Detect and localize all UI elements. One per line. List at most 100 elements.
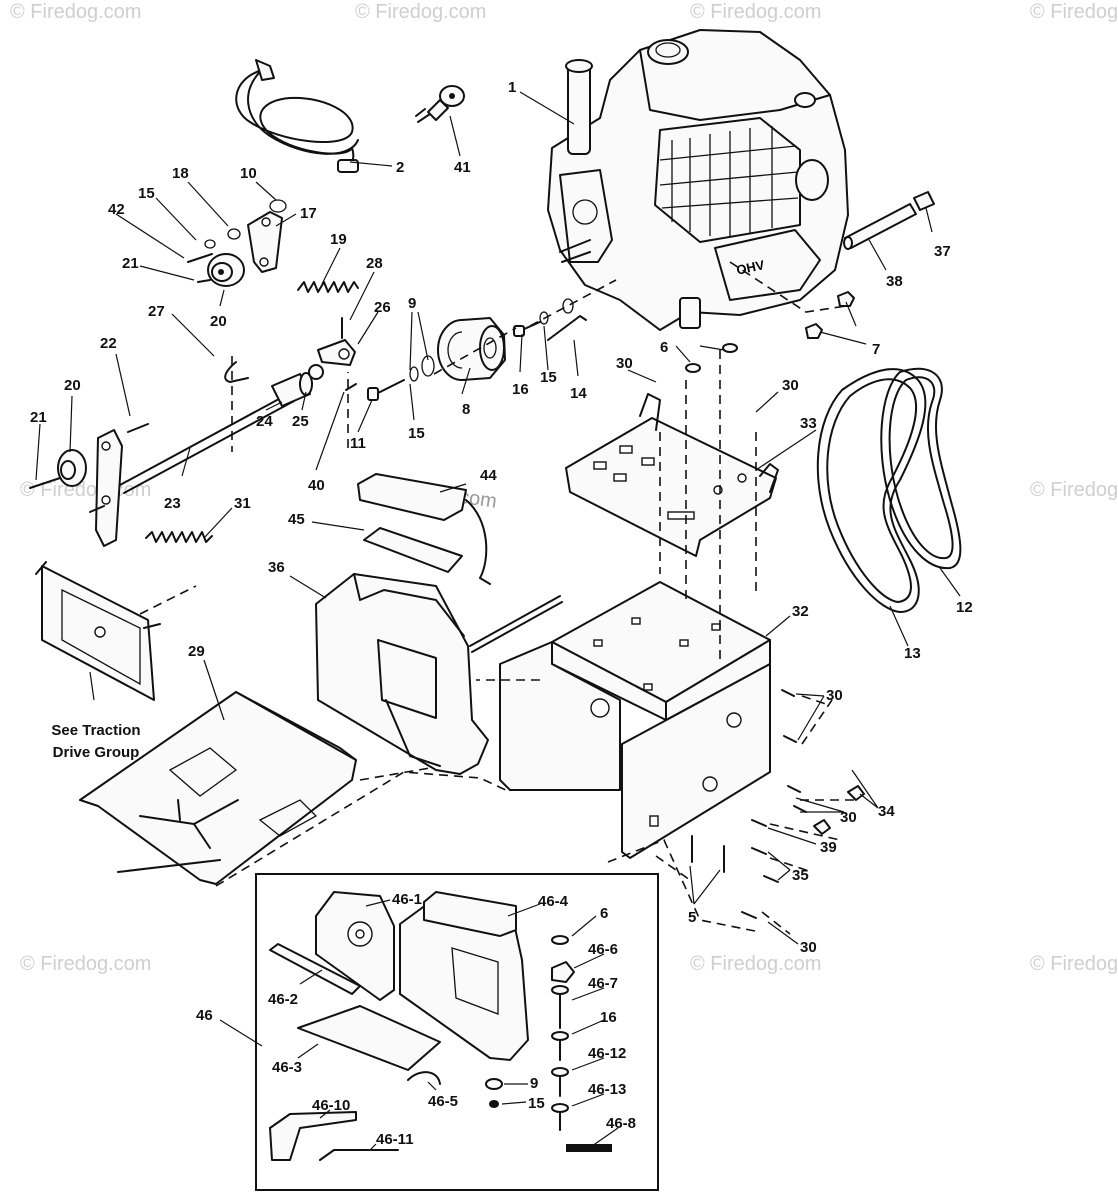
watermark: © Firedog.com — [20, 953, 151, 975]
callout-label: 46-7 — [588, 975, 618, 992]
traction-plate — [35, 561, 161, 701]
leader-lines — [35, 91, 961, 1151]
watermark: © Firedog.com — [690, 1, 821, 23]
callout-label: 36 — [268, 559, 285, 576]
idler-bracket-lower — [29, 423, 149, 547]
callout-label: 21 — [122, 255, 139, 272]
callout-label: 32 — [792, 603, 809, 620]
callout-label: 46-3 — [272, 1059, 302, 1076]
callout-label: 1 — [508, 79, 516, 96]
hairpin-27 — [224, 361, 249, 383]
callout-label: 19 — [330, 231, 347, 248]
callout-label: 2 — [396, 159, 404, 176]
callout-label: 46-4 — [538, 893, 569, 910]
callout-label: 9 — [408, 295, 416, 312]
note-line-1: See Traction — [51, 722, 140, 739]
axle-38 — [843, 191, 935, 250]
callout-label: 9 — [530, 1075, 538, 1092]
callout-label: 46 — [196, 1007, 213, 1024]
callout-label: 42 — [108, 201, 125, 218]
callout-label: 46-12 — [588, 1045, 626, 1062]
watermark: © Firedog.com — [10, 1, 141, 23]
callout-label: 46-2 — [268, 991, 298, 1008]
callout-label: 20 — [210, 313, 227, 330]
callout-label: 6 — [660, 339, 668, 356]
callout-label: 25 — [292, 413, 309, 430]
callout-label: 28 — [366, 255, 383, 272]
shaft-23 — [119, 364, 357, 494]
callout-label: 16 — [600, 1009, 617, 1026]
callout-label: 30 — [826, 687, 843, 704]
callout-label: 46-8 — [606, 1115, 636, 1132]
note-line-2: Drive Group — [53, 744, 140, 761]
callout-label: 31 — [234, 495, 251, 512]
callout-label: 46-13 — [588, 1081, 626, 1098]
callout-label: 24 — [256, 413, 273, 430]
kit-46-inset — [255, 873, 659, 1191]
spring-19 — [297, 281, 359, 293]
callout-label: 30 — [616, 355, 633, 372]
idler-bracket-upper — [187, 199, 287, 287]
callout-label: 14 — [570, 385, 587, 402]
watermark: © Firedog.com — [1030, 953, 1118, 975]
callout-label: 40 — [308, 477, 325, 494]
callout-label: 39 — [820, 839, 837, 856]
pad-45 — [363, 527, 463, 573]
nuts — [685, 291, 855, 373]
callout-label: 38 — [886, 273, 903, 290]
watermark: © Firedog.com — [355, 1, 486, 23]
callout-label: 17 — [300, 205, 317, 222]
callout-label: 20 — [64, 377, 81, 394]
callout-label: 41 — [454, 159, 471, 176]
callout-label: 46-5 — [428, 1093, 458, 1110]
callout-label: 35 — [792, 867, 809, 884]
callout-label: 21 — [30, 409, 47, 426]
watermark: © Firedog.com — [20, 479, 151, 501]
callout-label: 13 — [904, 645, 921, 662]
housing-36 — [315, 573, 563, 775]
starter-cord — [235, 59, 359, 173]
callout-label: 8 — [462, 401, 470, 418]
callout-label: 30 — [782, 377, 799, 394]
callout-label: 29 — [188, 643, 205, 660]
callout-label: 10 — [240, 165, 257, 182]
callout-label: 5 — [688, 909, 696, 926]
callout-label: 16 — [512, 381, 529, 398]
callout-label: 7 — [872, 341, 880, 358]
callout-label: 44 — [480, 467, 497, 484]
battery-44 — [357, 473, 491, 585]
svg-text:OHV: OHV — [735, 257, 766, 278]
callout-label: 6 — [600, 905, 608, 922]
callout-label: 12 — [956, 599, 973, 616]
bracket-26 — [317, 317, 356, 366]
callout-label: 26 — [374, 299, 391, 316]
callout-label: 33 — [800, 415, 817, 432]
floor-pan-29 — [79, 691, 357, 885]
belts — [816, 367, 962, 613]
callout-label: 34 — [878, 803, 895, 820]
callout-label: 46-6 — [588, 941, 618, 958]
callout-label: 11 — [350, 435, 366, 452]
callout-label: 15 — [540, 369, 557, 386]
watermark: © Firedog.com — [690, 953, 821, 975]
callout-label: 23 — [164, 495, 181, 512]
callout-label: 46-11 — [376, 1131, 414, 1148]
shaft-hardware — [513, 298, 587, 341]
traction-drive-note: See Traction Drive Group — [51, 722, 140, 761]
engine: OHV — [547, 29, 849, 331]
callout-label: 37 — [934, 243, 951, 260]
bracket-33 — [565, 393, 779, 557]
clutch-pulley — [367, 317, 506, 401]
watermark: © Firedog.com — [1030, 479, 1118, 501]
callout-labels: 1 2 41 18 10 15 42 17 19 21 20 28 26 27 … — [30, 79, 973, 1148]
spring-31 — [145, 531, 213, 543]
screws-right — [691, 689, 865, 919]
ignition-key — [415, 85, 465, 123]
frame-32 — [499, 581, 771, 859]
callout-label: 15 — [528, 1095, 545, 1112]
callout-label: 45 — [288, 511, 305, 528]
callout-label: 18 — [172, 165, 189, 182]
callout-label: 30 — [800, 939, 817, 956]
assembly-lines — [139, 261, 856, 935]
